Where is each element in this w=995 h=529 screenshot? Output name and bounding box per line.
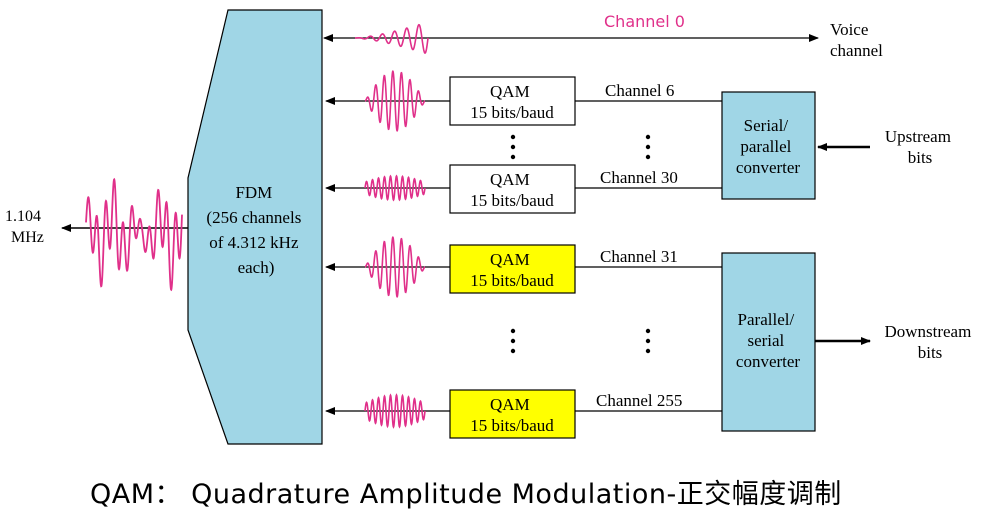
parallel-serial-label-2: serial	[747, 331, 784, 350]
svg-text:QAM 15 bits/baud: QAM 15 bits/baud	[470, 170, 554, 210]
qam-31-label-1: QAM	[490, 250, 530, 269]
channel-31-wave	[364, 236, 426, 298]
downstream-ellipsis	[510, 328, 651, 354]
svg-text:FDM (256 channels of 4: FDM (256 channels of 4.312 kHz each)	[206, 183, 305, 277]
channel-255-wave	[364, 393, 426, 429]
channel-30-wave	[364, 174, 426, 202]
qam-255-label-2: 15 bits/baud	[470, 416, 554, 435]
svg-text:QAM 15 bits/baud: QAM 15 bits/baud	[470, 250, 554, 290]
output-freq-unit: MHz	[11, 229, 44, 246]
channel-6-wave	[364, 70, 426, 132]
downstream-label-2: bits	[918, 343, 943, 362]
qam-box-channel-31	[449, 244, 576, 294]
channel-31-label: Channel 31	[600, 247, 678, 266]
serial-parallel-label-1: Serial/	[744, 116, 789, 135]
qam-30-label-2: 15 bits/baud	[470, 191, 554, 210]
caption: QAM： Quadrature Amplitude Modulation-正交幅…	[90, 479, 842, 510]
upstream-label-1: Upstream	[885, 127, 951, 146]
upstream-ellipsis	[510, 134, 651, 160]
qam-box-channel-6	[449, 76, 576, 126]
svg-text:Parallel/ serial conve: Parallel/ serial converter	[736, 310, 801, 371]
fdm-label-1: FDM	[235, 183, 272, 202]
channel-0-wave	[355, 23, 429, 54]
fdm-label-2: (256 channels	[206, 208, 301, 227]
svg-text:1.104 MHz: 1.104 MHz	[5, 208, 45, 246]
svg-text:Voice channel: Voice channel	[830, 20, 883, 60]
qam-box-channel-255	[449, 389, 576, 439]
fdm-label-3: of 4.312 kHz	[209, 233, 299, 252]
qam-6-label-1: QAM	[490, 82, 530, 101]
qam-255-label-1: QAM	[490, 395, 530, 414]
channel-30-label: Channel 30	[600, 168, 678, 187]
serial-parallel-label-2: parallel	[740, 137, 791, 156]
voice-label-1: Voice	[830, 20, 868, 39]
output-wave	[85, 177, 183, 292]
channel-0-label: Channel 0	[604, 12, 685, 31]
channel-255-label: Channel 255	[596, 391, 682, 410]
qam-box-channel-30	[449, 164, 576, 214]
serial-parallel-label-3: converter	[736, 158, 801, 177]
qam-30-label-1: QAM	[490, 170, 530, 189]
serial-parallel-converter	[721, 91, 816, 200]
upstream-label-2: bits	[908, 148, 933, 167]
parallel-serial-label-3: converter	[736, 352, 801, 371]
channel-6-label: Channel 6	[605, 81, 674, 100]
svg-text:Upstream bits: Upstream bits	[885, 127, 955, 167]
voice-label-2: channel	[830, 41, 883, 60]
svg-text:QAM 15 bits/baud: QAM 15 bits/baud	[470, 395, 554, 435]
parallel-serial-label-1: Parallel/	[738, 310, 795, 329]
qam-31-label-2: 15 bits/baud	[470, 271, 554, 290]
svg-text:Downstream bits: Downstream bits	[884, 322, 975, 362]
svg-text:QAM 15 bits/baud: QAM 15 bits/baud	[470, 82, 554, 122]
qam-6-label-2: 15 bits/baud	[470, 103, 554, 122]
fdm-block	[187, 9, 323, 445]
output-freq-value: 1.104	[5, 208, 41, 225]
fdm-label-4: each)	[238, 258, 275, 277]
downstream-label-1: Downstream	[884, 322, 971, 341]
svg-text:Serial/ parallel conve: Serial/ parallel converter	[736, 116, 801, 177]
